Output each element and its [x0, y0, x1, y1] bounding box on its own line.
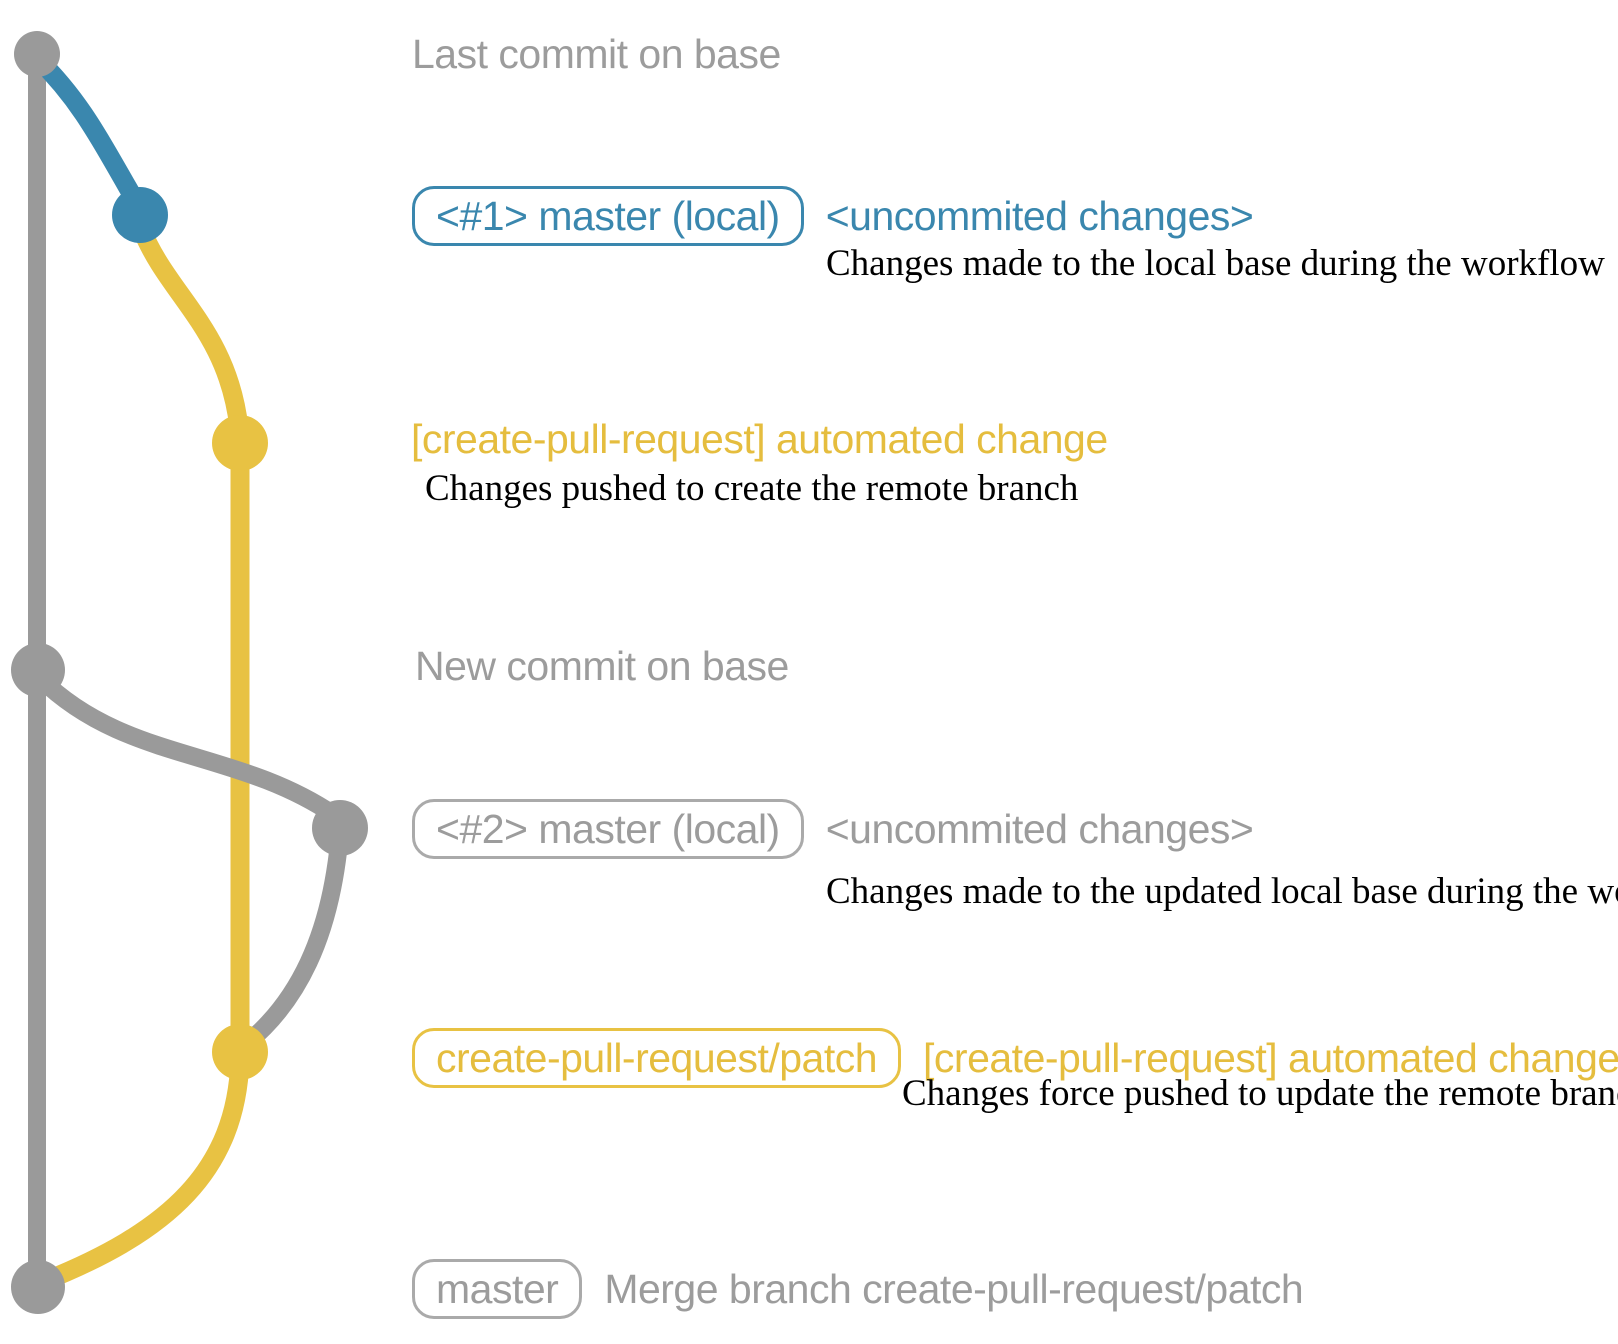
- commit-dot-patch-2: [212, 1024, 268, 1080]
- patch-branch-curve-top: [133, 226, 249, 430]
- new-commit-row: New commit on base: [415, 640, 789, 692]
- last-commit-row: Last commit on base: [412, 28, 781, 80]
- local-2-branch-badge: <#2> master (local): [412, 799, 804, 859]
- push-1-commit-message: [create-pull-request] automated change: [411, 415, 1108, 462]
- local-2-row: <#2> master (local) <uncommited changes>: [412, 796, 1254, 862]
- push-2-description: Changes force pushed to update the remot…: [902, 1073, 1618, 1114]
- new-commit-label: New commit on base: [415, 642, 789, 689]
- local-1-description: Changes made to the local base during th…: [826, 243, 1605, 284]
- push-2-row: create-pull-request/patch [create-pull-r…: [412, 1025, 1618, 1091]
- push-1-description: Changes pushed to create the remote bran…: [425, 468, 1079, 509]
- local-1-row: <#1> master (local) <uncommited changes>: [412, 183, 1254, 249]
- merge-commit-message: Merge branch create-pull-request/patch: [604, 1265, 1304, 1312]
- last-commit-label: Last commit on base: [412, 30, 781, 77]
- rebase-curve-upper: [33, 671, 340, 823]
- merge-row: master Merge branch create-pull-request/…: [412, 1256, 1304, 1322]
- rebase-curve-lower: [240, 850, 347, 1051]
- commit-dot-new-base: [11, 643, 65, 697]
- push-2-commit-message: [create-pull-request] automated change: [923, 1034, 1618, 1081]
- local-2-description: Changes made to the updated local base d…: [826, 871, 1618, 912]
- push-1-row: [create-pull-request] automated change: [411, 413, 1108, 465]
- local-1-branch-badge: <#1> master (local): [412, 186, 804, 246]
- master-branch-badge: master: [412, 1259, 583, 1319]
- commit-dot-local-2: [312, 800, 368, 856]
- commit-dot-local-1: [112, 187, 168, 243]
- commit-dot-last-base: [14, 31, 60, 77]
- patch-merge-curve: [36, 1059, 250, 1292]
- commit-dot-patch-1: [212, 415, 268, 471]
- patch-branch-badge: create-pull-request/patch: [412, 1028, 902, 1088]
- commit-dot-merge: [11, 1260, 65, 1314]
- local-2-status: <uncommited changes>: [825, 805, 1254, 852]
- local-branch-curve: [30, 51, 145, 207]
- local-1-status: <uncommited changes>: [825, 192, 1254, 239]
